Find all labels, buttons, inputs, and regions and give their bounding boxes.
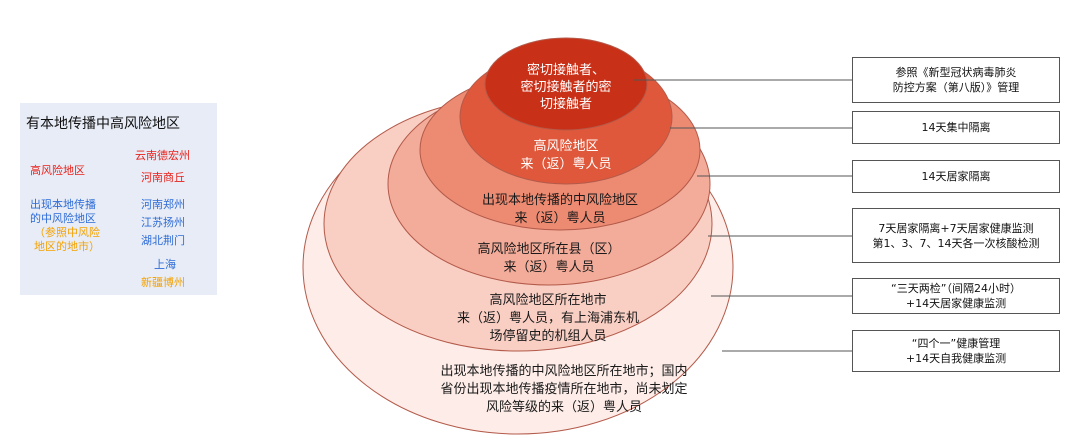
ring-3-label-line-2: 来（返）粤人员 bbox=[514, 210, 605, 226]
measure-3-line-1: 14天居家隔离 bbox=[921, 170, 991, 183]
ring-6-label-line-1: 出现本地传播的中风险地区所在地市；国内 bbox=[440, 363, 687, 379]
legend-medium-label-1: 出现本地传播 bbox=[30, 198, 96, 211]
measure-5-line-1: “三天两检”（间隔24小时） bbox=[891, 282, 1021, 295]
measure-1-line-2: 防控方案（第八版）》管理 bbox=[892, 81, 1020, 94]
ring-5-label-line-1: 高风险地区所在地市 bbox=[489, 292, 606, 308]
legend-high-area-2: 河南商丘 bbox=[141, 171, 185, 184]
ring-6-label-line-3: 风险等级的来（返）粤人员 bbox=[486, 399, 642, 415]
ring-3-label-line-1: 出现本地传播的中风险地区 bbox=[482, 192, 638, 208]
ring-5-label-line-2: 来（返）粤人员，有上海浦东机 bbox=[457, 310, 639, 326]
measure-6-line-2: +14天自我健康监测 bbox=[905, 352, 1007, 365]
legend-medium-note-2: 地区的地市） bbox=[34, 240, 100, 253]
ring-1-label-line-2: 密切接触者的密 bbox=[520, 79, 611, 95]
measure-box-3: 14天居家隔离 bbox=[852, 160, 1060, 193]
legend-medium-label-2: 的中风险地区 bbox=[30, 212, 96, 225]
legend-medium-note-1: （参照中风险 bbox=[34, 226, 100, 239]
legend-title: 有本地传播中高风险地区 bbox=[26, 116, 180, 132]
measure-box-1: 参照《新型冠状病毒肺炎 防控方案（第八版）》管理 bbox=[852, 57, 1060, 103]
measure-1-line-1: 参照《新型冠状病毒肺炎 bbox=[895, 66, 1017, 79]
ring-5-label-line-3: 场停留史的机组人员 bbox=[489, 328, 606, 344]
legend-medium-area-4: 上海 bbox=[154, 258, 176, 271]
ring-6-label-line-2: 省份出现本地传播疫情所在地市，尚未划定 bbox=[440, 381, 687, 397]
measure-2-line-1: 14天集中隔离 bbox=[921, 121, 991, 134]
measure-4-line-2: 第1、3、7、14天各一次核酸检测 bbox=[872, 236, 1040, 250]
legend-high-label: 高风险地区 bbox=[30, 164, 85, 177]
legend-panel: 有本地传播中高风险地区 高风险地区 云南德宏州 河南商丘 出现本地传播 的中风险… bbox=[20, 103, 217, 295]
ring-4-label-line-1: 高风险地区所在县（区） bbox=[477, 241, 620, 257]
legend-high-area-1: 云南德宏州 bbox=[135, 149, 190, 162]
ring-2-label-line-1: 高风险地区 bbox=[533, 138, 598, 154]
measure-4-line-1: 7天居家隔离+7天居家健康监测 bbox=[878, 221, 1034, 235]
measure-box-2: 14天集中隔离 bbox=[852, 111, 1060, 144]
legend-medium-area-2: 江苏扬州 bbox=[141, 216, 185, 229]
legend-medium-area-3: 湖北荆门 bbox=[141, 234, 185, 247]
ring-1-label-line-1: 密切接触者、 bbox=[527, 62, 605, 78]
measure-box-6: “四个一”健康管理 +14天自我健康监测 bbox=[852, 330, 1060, 372]
legend-medium-area-1: 河南郑州 bbox=[141, 198, 185, 211]
measure-6-line-1: “四个一”健康管理 bbox=[911, 337, 1001, 350]
ring-1 bbox=[484, 37, 648, 131]
ring-2-label-line-2: 来（返）粤人员 bbox=[520, 156, 611, 172]
legend-medium-note-area: 新疆博州 bbox=[141, 276, 185, 289]
ring-1-label-line-3: 切接触者 bbox=[540, 96, 592, 112]
measure-5-line-2: +14天居家健康监测 bbox=[905, 297, 1007, 310]
ring-4-label-line-2: 来（返）粤人员 bbox=[503, 259, 594, 275]
measure-box-5: “三天两检”（间隔24小时） +14天居家健康监测 bbox=[852, 278, 1060, 314]
measure-box-4: 7天居家隔离+7天居家健康监测 第1、3、7、14天各一次核酸检测 bbox=[852, 208, 1060, 263]
